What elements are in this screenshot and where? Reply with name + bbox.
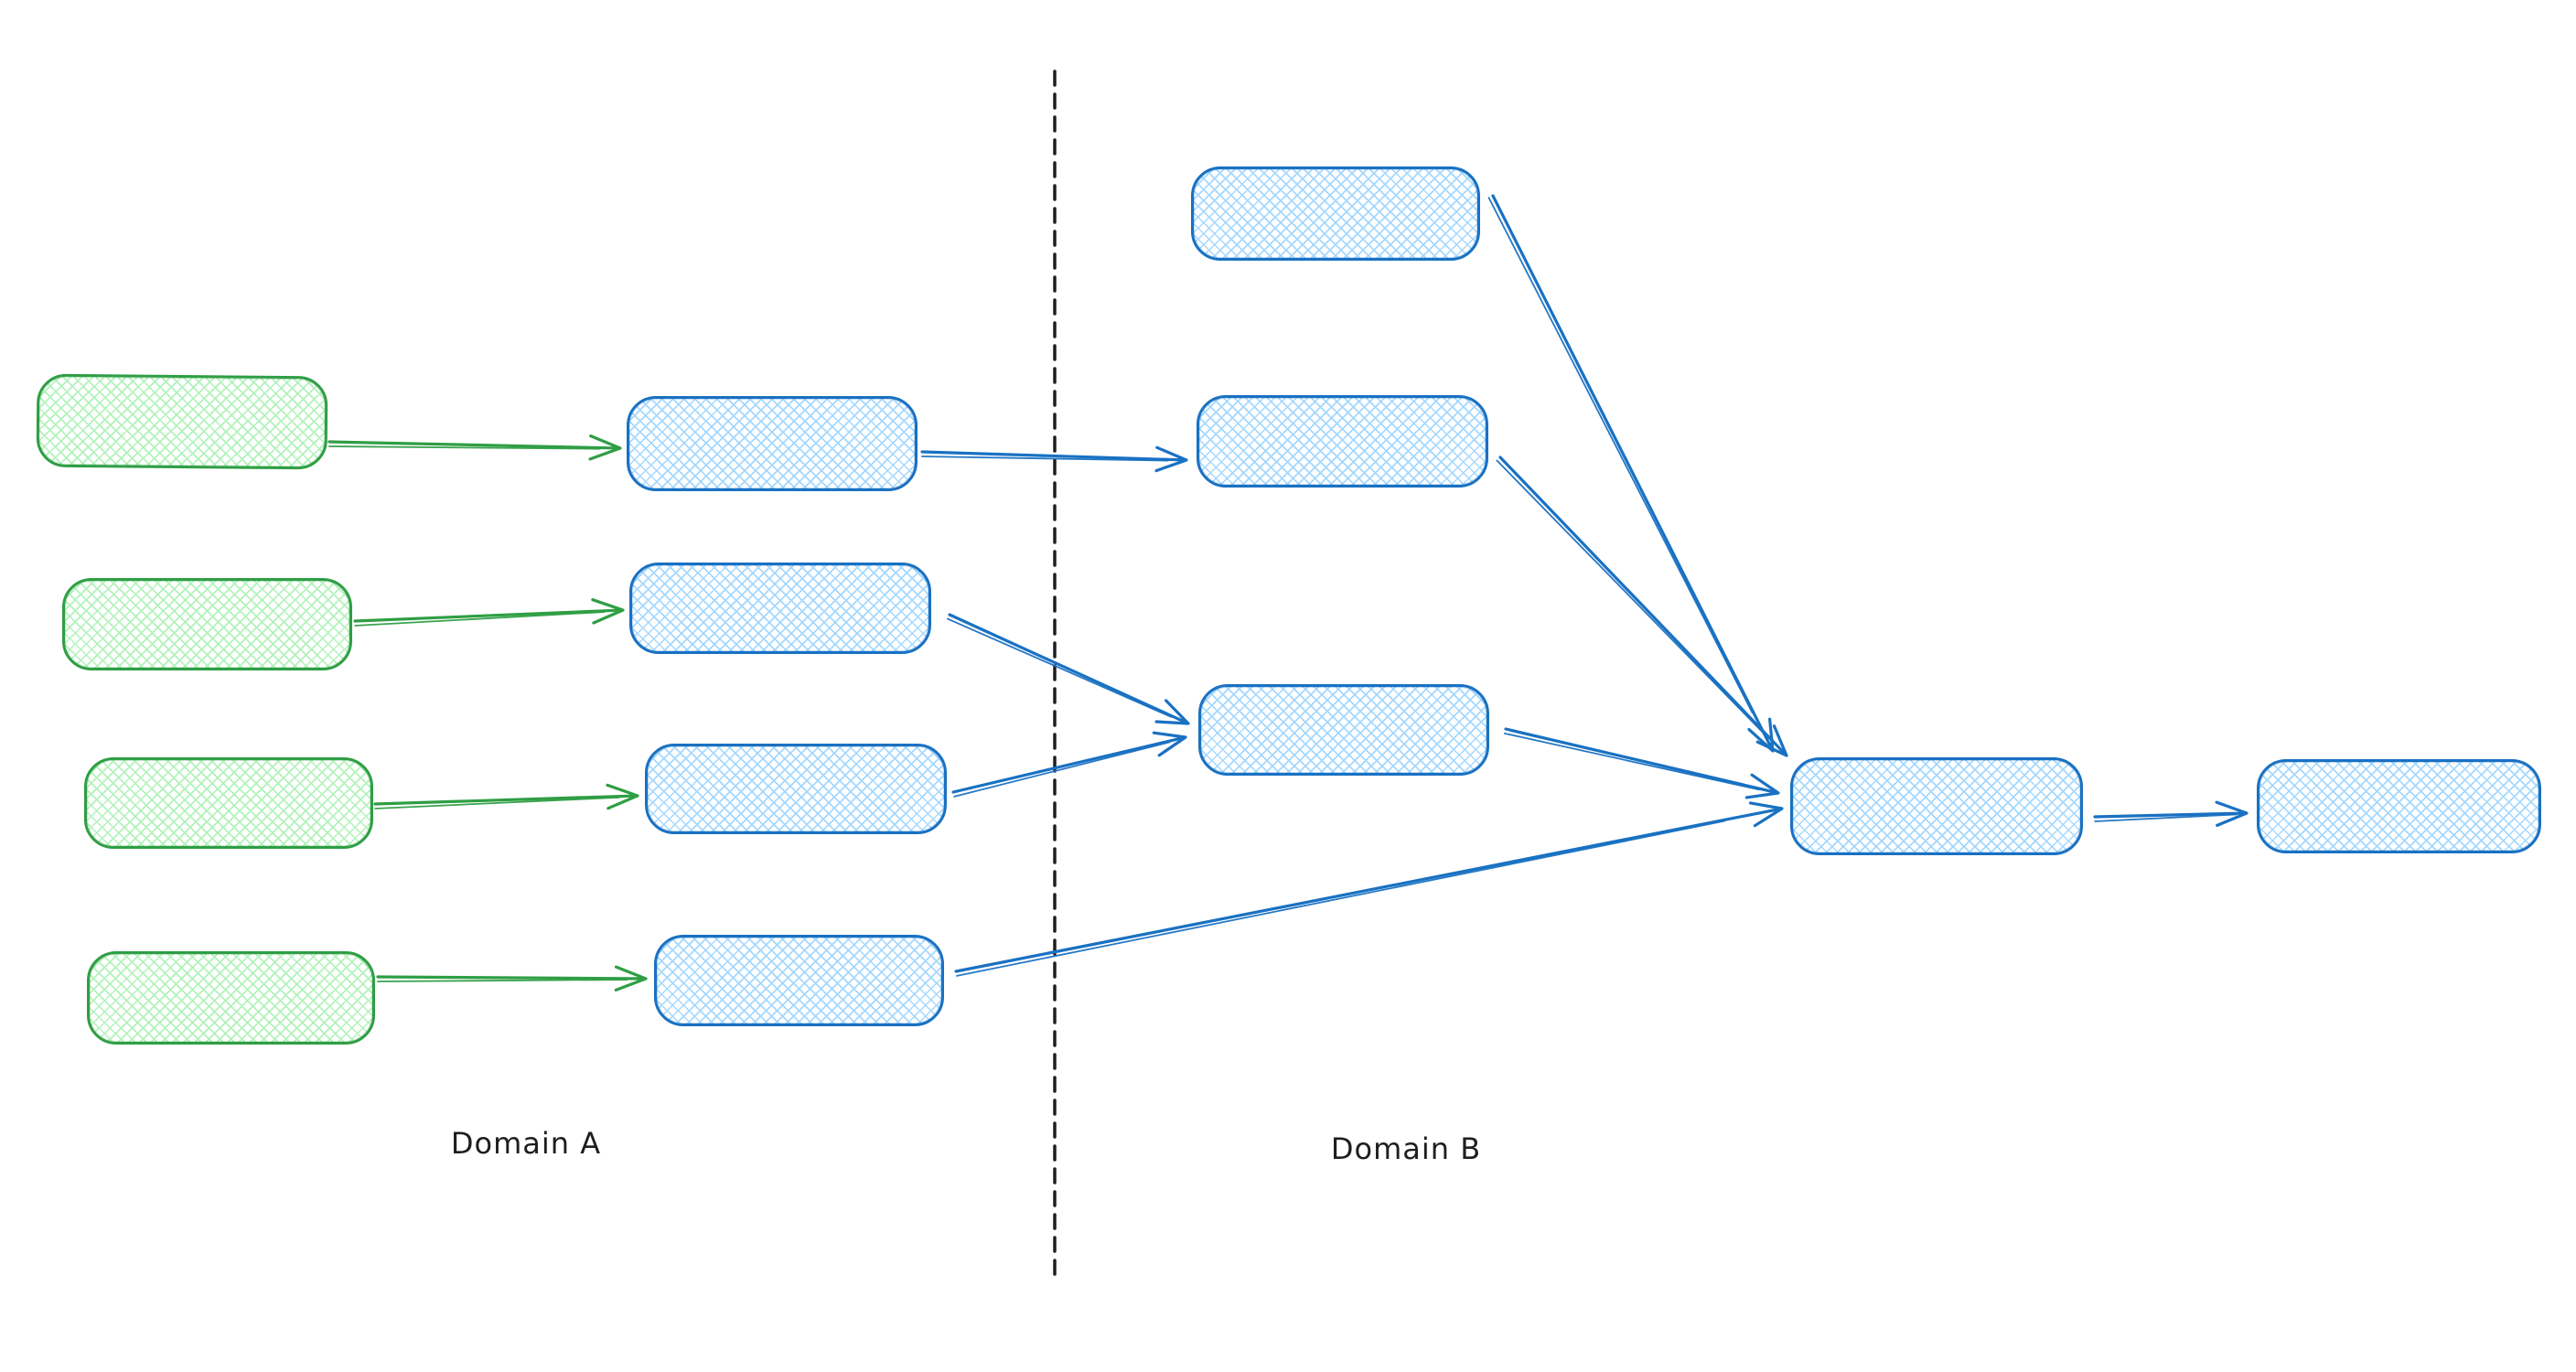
domain-b-label: Domain B bbox=[1330, 1131, 1482, 1166]
node-domain-a-source-3 bbox=[84, 757, 373, 849]
arrow-b-node-2-to-b-merge bbox=[1496, 456, 1788, 757]
node-domain-a-stage-3 bbox=[645, 744, 947, 834]
arrow-b-node-1-to-b-merge bbox=[1487, 194, 1775, 753]
arrow-a-source-1-to-stage-1 bbox=[327, 434, 622, 461]
arrow-a-stage-4-to-b-merge bbox=[954, 801, 1784, 977]
node-domain-b-output bbox=[2257, 759, 2541, 853]
node-domain-a-stage-4 bbox=[654, 935, 944, 1026]
node-domain-b-node-2 bbox=[1197, 395, 1488, 488]
node-domain-b-node-1 bbox=[1191, 166, 1480, 261]
node-domain-a-source-4 bbox=[87, 951, 375, 1045]
arrow-a-stage-1-to-b-node-2 bbox=[920, 445, 1188, 473]
arrow-a-source-3-to-stage-3 bbox=[373, 783, 639, 810]
arrow-a-stage-3-to-b-node-3 bbox=[951, 731, 1187, 798]
node-domain-a-stage-1 bbox=[627, 396, 918, 491]
node-domain-b-node-3 bbox=[1198, 684, 1489, 776]
arrow-a-source-2-to-stage-2 bbox=[353, 598, 625, 627]
arrow-a-stage-2-to-b-node-3 bbox=[947, 613, 1190, 725]
node-domain-a-source-1 bbox=[36, 373, 328, 470]
node-domain-a-stage-2 bbox=[629, 563, 931, 654]
node-domain-a-source-2 bbox=[62, 578, 352, 670]
node-domain-b-merge bbox=[1790, 757, 2083, 855]
domain-a-label: Domain A bbox=[450, 1126, 602, 1161]
arrow-b-merge-to-b-output bbox=[2093, 800, 2249, 828]
arrow-b-node-3-to-b-merge bbox=[1503, 727, 1780, 799]
arrow-a-source-4-to-stage-4 bbox=[376, 965, 648, 992]
